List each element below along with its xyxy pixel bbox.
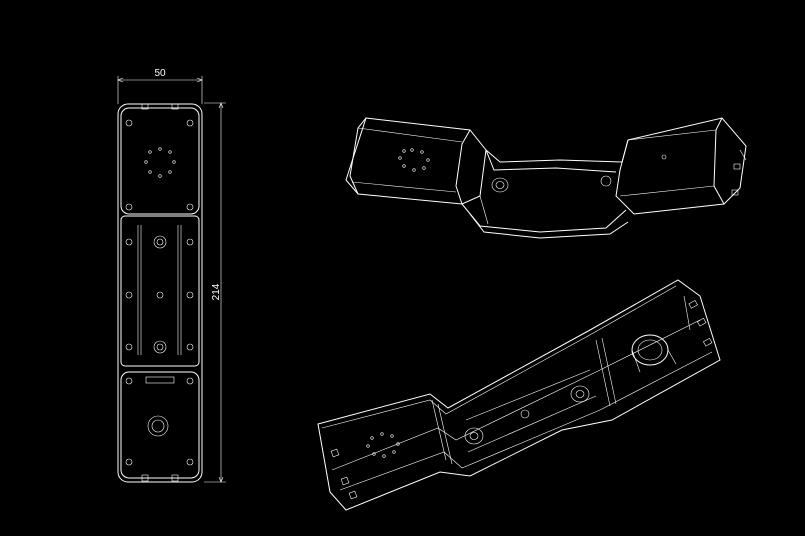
mic-holes [366, 432, 400, 458]
isometric-exterior-view [345, 117, 747, 239]
middle-section [120, 215, 200, 367]
height-dimension-label: 214 [211, 283, 222, 300]
width-dimension: 50 [117, 68, 203, 104]
height-dimension: 214 [204, 102, 226, 483]
speaker-holes [144, 147, 176, 178]
front-view: 50 214 [117, 68, 226, 483]
width-dimension-label: 50 [154, 68, 166, 79]
isometric-interior-view [317, 279, 721, 511]
front-outline [117, 103, 203, 483]
top-section [120, 107, 200, 215]
mic-port [147, 415, 169, 437]
earpiece-holes [398, 148, 430, 172]
earpiece-boss [631, 334, 669, 366]
bottom-section [120, 371, 200, 479]
